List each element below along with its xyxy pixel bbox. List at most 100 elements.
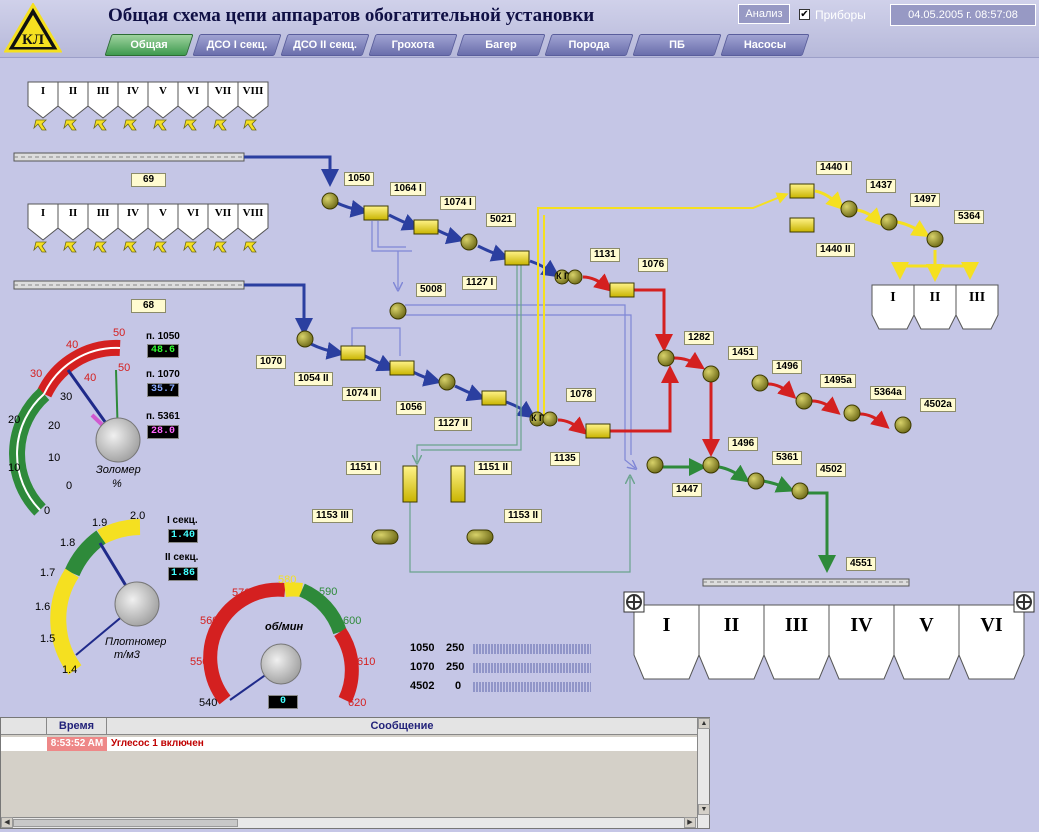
ash-reading-label-5361: п. 5361	[146, 411, 180, 422]
equipment-label-1440-1[interactable]: 1440 I	[816, 161, 852, 175]
scroll-thumb[interactable]	[13, 819, 238, 827]
equipment-label-4502a[interactable]: 4502a	[920, 398, 956, 412]
density-scale-1-7: 1.7	[40, 567, 56, 579]
conveyor-69	[13, 152, 245, 162]
equipment-label-1151-1[interactable]: 1151 I	[346, 461, 382, 475]
bunker-label: IV	[126, 85, 140, 97]
equipment-label-1447[interactable]: 1447	[672, 483, 703, 497]
level-bar-label-1050: 1050	[410, 642, 435, 654]
equipment-label-5021[interactable]: 5021	[486, 213, 517, 227]
density-meter-unit: т/м3	[114, 649, 140, 661]
message-log[interactable]: Время Сообщение 8:53:52 AM Углесос 1 вкл…	[0, 717, 710, 829]
logo-text: КЛ	[22, 32, 44, 48]
equipment-label-1437[interactable]: 1437	[866, 179, 897, 193]
equipment-label-1131[interactable]: 1131	[590, 248, 620, 262]
conveyor-4551	[702, 578, 910, 587]
rpm-meter-gauge	[203, 582, 359, 705]
equipment-label-1074-2[interactable]: 1074 II	[342, 387, 381, 401]
tab-label: ДСО II секц.	[293, 39, 357, 51]
kg-label-2: К Г	[531, 413, 545, 423]
equipment-label-4551[interactable]: 4551	[846, 557, 877, 571]
equipment-label-1078[interactable]: 1078	[566, 388, 597, 402]
bunker-label: I	[662, 614, 671, 636]
equipment-label-1070[interactable]: 1070	[256, 355, 287, 369]
equipment-label-5364[interactable]: 5364	[954, 210, 985, 224]
equipment-label-1054-2[interactable]: 1054 II	[294, 372, 333, 386]
equipment-label-1056[interactable]: 1056	[396, 401, 427, 415]
log-row[interactable]: 8:53:52 AM Углесос 1 включен	[1, 737, 697, 751]
bunker-row-top	[27, 81, 269, 131]
equipment-label-1440-2[interactable]: 1440 II	[816, 243, 855, 257]
tab-bager[interactable]: Багер	[456, 34, 546, 56]
tab-label: ДСО I секц.	[206, 39, 268, 51]
ash-scale-outer-10: 10	[8, 462, 21, 474]
density-meter-gauge	[50, 519, 160, 675]
log-vertical-scrollbar[interactable]: ▲ ▼	[697, 718, 710, 828]
bunker-label: III	[968, 290, 986, 305]
ash-meter-name: Золомер	[96, 464, 141, 476]
tab-dso-2[interactable]: ДСО II секц.	[280, 34, 370, 56]
tab-rock[interactable]: Порода	[544, 34, 634, 56]
tab-pumps[interactable]: Насосы	[720, 34, 810, 56]
scroll-right-arrow-icon[interactable]: ▶	[684, 817, 696, 828]
equipment-label-1451[interactable]: 1451	[728, 346, 759, 360]
tab-pb[interactable]: ПБ	[632, 34, 722, 56]
tab-label: Грохота	[391, 39, 435, 51]
scroll-up-arrow-icon[interactable]: ▲	[698, 718, 710, 729]
scroll-down-arrow-icon[interactable]: ▼	[698, 804, 710, 815]
equipment-label-1495a[interactable]: 1495a	[820, 374, 856, 388]
equipment-label-4502[interactable]: 4502	[816, 463, 847, 477]
equipment-label-1135[interactable]: 1135	[550, 452, 580, 466]
equipment-label-1074-1[interactable]: 1074 I	[440, 196, 476, 210]
equipment-label-1050[interactable]: 1050	[344, 172, 375, 186]
log-header-time[interactable]: Время	[47, 718, 107, 735]
rpm-scale-590: 590	[319, 586, 338, 598]
analysis-button[interactable]: Анализ	[738, 4, 790, 24]
ash-scale-outer-50: 50	[113, 327, 126, 339]
level-bar-label-1070: 1070	[410, 661, 435, 673]
log-header-blank	[1, 718, 47, 735]
equipment-label-68[interactable]: 68	[131, 299, 166, 313]
equipment-label-1282[interactable]: 1282	[684, 331, 715, 345]
level-bar-value-1050: 250	[446, 642, 465, 654]
density-meter-name: Плотномер	[105, 636, 167, 648]
tab-label: Багер	[485, 39, 517, 51]
equipment-label-69[interactable]: 69	[131, 173, 166, 187]
density-reading-value-2: 1.86	[168, 567, 198, 581]
ash-scale-inner-30: 30	[60, 391, 73, 403]
level-bar-1070	[473, 663, 591, 673]
tab-dso-1[interactable]: ДСО I секц.	[192, 34, 282, 56]
equipment-label-1497[interactable]: 1497	[910, 193, 941, 207]
log-row-time: 8:53:52 AM	[47, 737, 107, 751]
devices-checkbox[interactable]: ✔	[799, 9, 810, 20]
equipment-label-1153-2[interactable]: 1153 II	[504, 509, 543, 523]
ash-scale-outer-30: 30	[30, 368, 43, 380]
level-bar-value-1070: 250	[446, 661, 465, 673]
equipment-label-1151-2[interactable]: 1151 II	[474, 461, 513, 475]
equipment-label-1076[interactable]: 1076	[638, 258, 669, 272]
tab-general[interactable]: Общая	[104, 34, 194, 56]
ash-scale-inner-20: 20	[48, 420, 61, 432]
ash-reading-value-1050: 48.6	[147, 344, 179, 358]
equipment-label-1153-3[interactable]: 1153 III	[312, 509, 353, 523]
equipment-label-1127-1[interactable]: 1127 I	[462, 276, 498, 290]
equipment-label-1064-1[interactable]: 1064 I	[390, 182, 426, 196]
ash-scale-inner-40: 40	[84, 372, 97, 384]
bunker-label: II	[68, 207, 78, 219]
tab-screens[interactable]: Грохота	[368, 34, 458, 56]
rpm-scale-550: 550	[190, 656, 209, 668]
log-horizontal-scrollbar[interactable]: ◀ ▶	[1, 817, 697, 828]
log-header-message[interactable]: Сообщение	[370, 720, 434, 732]
ash-scale-outer-20: 20	[8, 414, 21, 426]
density-scale-1-5: 1.5	[40, 633, 56, 645]
equipment-label-1496-a[interactable]: 1496	[772, 360, 803, 374]
equipment-label-1496-b[interactable]: 1496	[728, 437, 759, 451]
equipment-label-5361[interactable]: 5361	[772, 451, 803, 465]
equipment-label-1127-2[interactable]: 1127 II	[434, 417, 473, 431]
ash-meter-unit: %	[112, 478, 122, 490]
scroll-left-arrow-icon[interactable]: ◀	[1, 817, 13, 828]
rpm-scale-600: 600	[343, 615, 362, 627]
equipment-label-5364a[interactable]: 5364a	[870, 386, 906, 400]
bunker-label: VIII	[242, 207, 264, 219]
equipment-label-5008[interactable]: 5008	[416, 283, 447, 297]
